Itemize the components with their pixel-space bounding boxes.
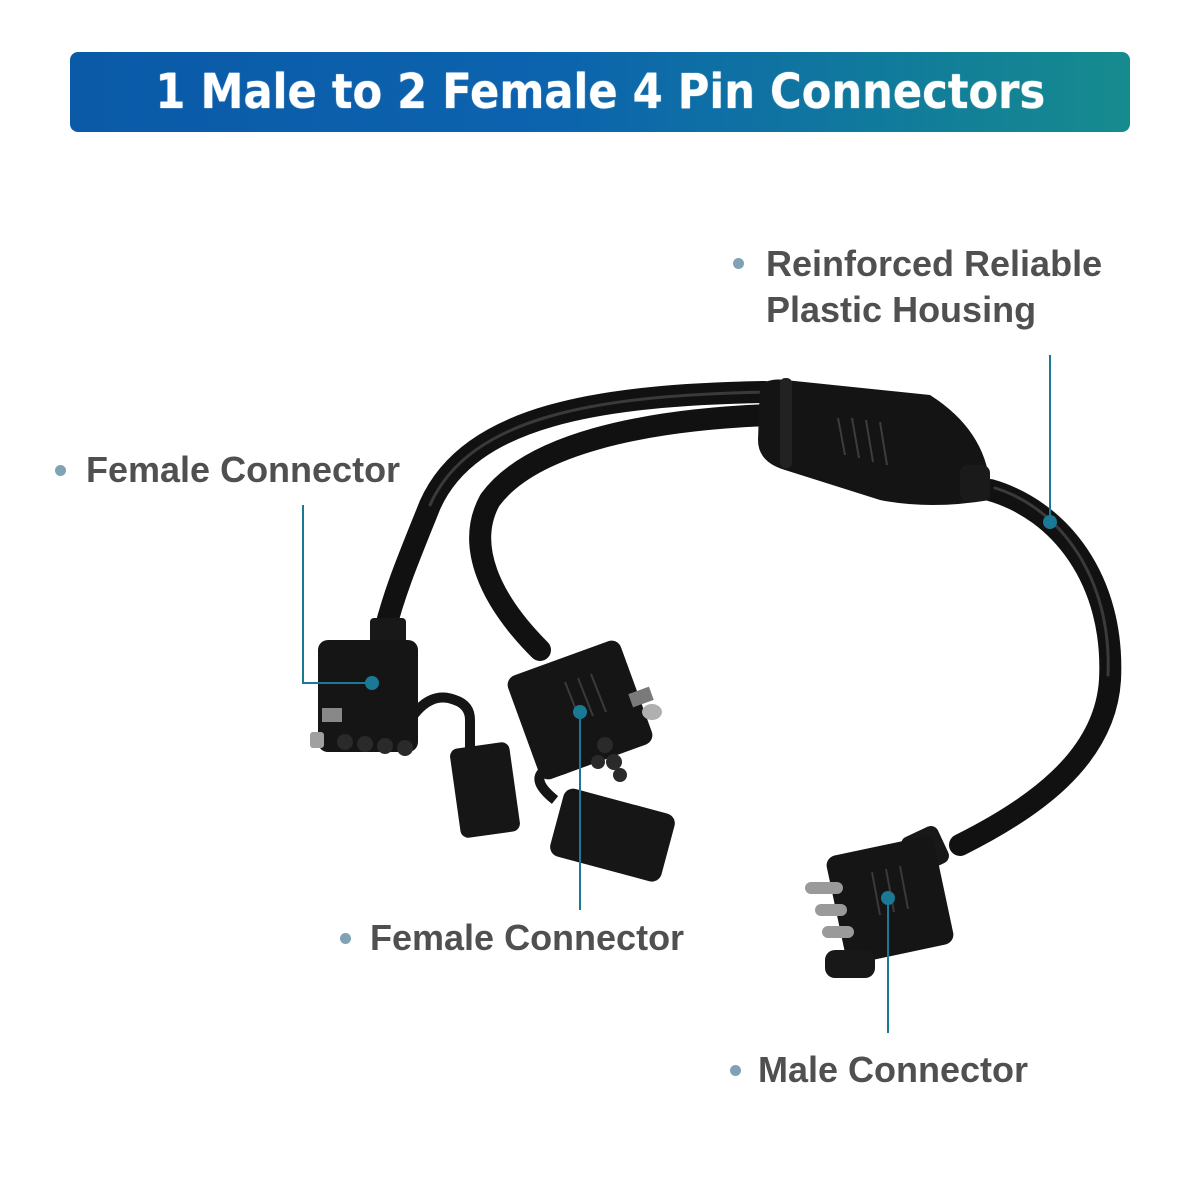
callout-housing-line2: Plastic Housing xyxy=(766,289,1037,330)
bullet-female-left xyxy=(55,465,66,476)
leader-lines xyxy=(302,355,1051,1033)
leader-dots xyxy=(365,515,1057,905)
male-connector xyxy=(805,826,954,978)
page-title: 1 Male to 2 Female 4 Pin Connectors xyxy=(155,64,1045,120)
callout-female-left: Female Connector xyxy=(86,449,401,490)
splitter-housing xyxy=(758,378,990,505)
callout-housing: Reinforced Reliable Plastic Housing xyxy=(766,241,1102,333)
bullet-female-center xyxy=(340,933,351,944)
female-left-leader-line xyxy=(302,505,372,684)
callout-male: Male Connector xyxy=(758,1049,1029,1090)
callout-housing-line1: Reinforced Reliable xyxy=(766,243,1103,284)
female-connector-left xyxy=(310,618,520,838)
female-connector-center xyxy=(507,640,675,882)
title-banner: 1 Male to 2 Female 4 Pin Connectors xyxy=(70,52,1130,132)
bullet-male xyxy=(730,1065,741,1076)
bullet-housing xyxy=(733,258,744,269)
callout-female-center: Female Connector xyxy=(370,917,685,958)
